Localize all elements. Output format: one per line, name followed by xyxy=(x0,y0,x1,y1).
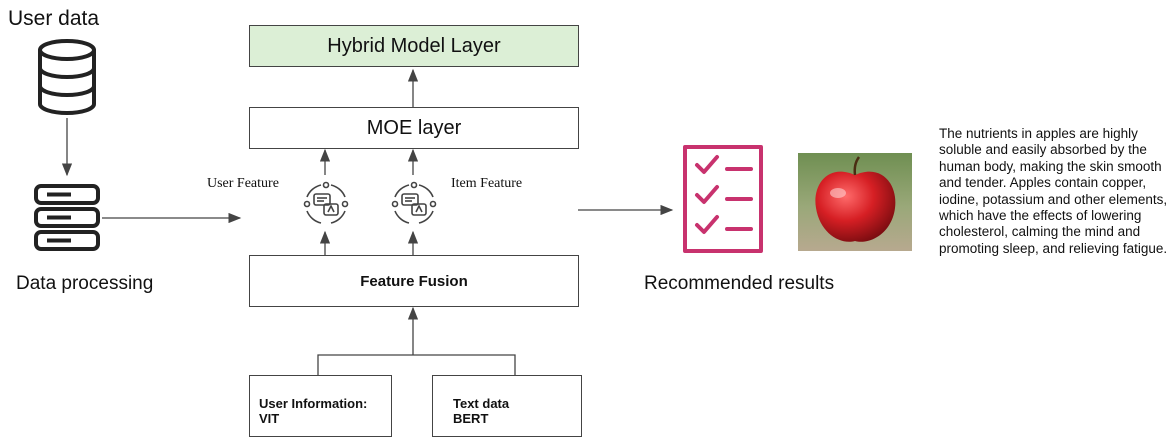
recommended-results-label: Recommended results xyxy=(644,273,835,294)
database-icon xyxy=(38,39,96,115)
apple-image xyxy=(798,153,912,251)
hybrid-model-layer-box: Hybrid Model Layer xyxy=(249,25,579,67)
text-data-box: Text data BERT xyxy=(432,375,582,437)
user-data-label: User data xyxy=(8,7,100,30)
bracket-inputs xyxy=(317,354,516,375)
user-information-box: User Information: VIT xyxy=(249,375,392,437)
text-data-title: Text data xyxy=(453,396,510,411)
checklist-icon xyxy=(683,145,763,253)
user-feature-label: User Feature xyxy=(207,176,279,191)
hybrid-model-layer-label: Hybrid Model Layer xyxy=(327,34,501,57)
user-feature-icon xyxy=(303,181,349,224)
feature-fusion-box: Feature Fusion xyxy=(249,255,579,307)
moe-layer-box: MOE layer xyxy=(249,107,579,149)
user-information-model: VIT xyxy=(259,411,280,426)
user-information-title: User Information: xyxy=(259,396,368,411)
apple-description-text: The nutrients in apples are highly solub… xyxy=(939,126,1168,256)
moe-layer-label: MOE layer xyxy=(366,116,462,139)
server-stack-icon xyxy=(34,184,100,251)
item-feature-label: Item Feature xyxy=(451,176,523,191)
text-data-model: BERT xyxy=(453,411,489,426)
data-processing-label: Data processing xyxy=(16,273,154,294)
item-feature-icon xyxy=(391,181,437,224)
feature-fusion-label: Feature Fusion xyxy=(360,272,468,290)
